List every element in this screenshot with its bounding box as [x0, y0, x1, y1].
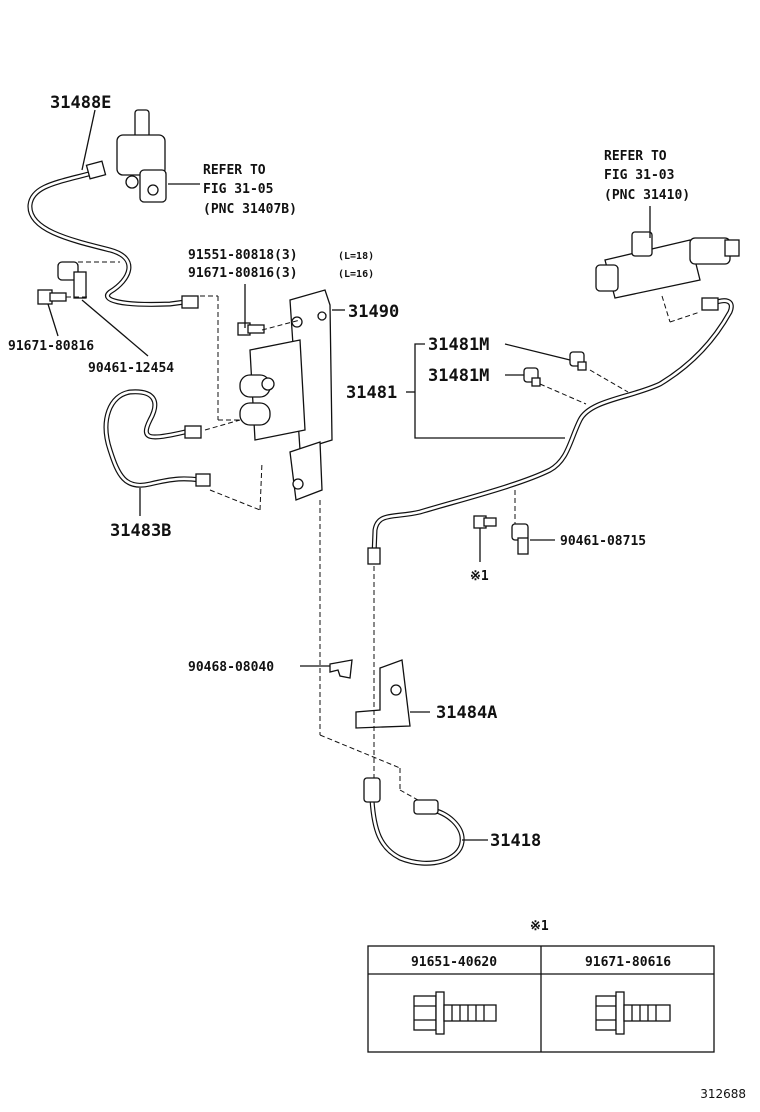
table-header-91651-40620: 91651-40620 — [411, 955, 497, 970]
bolt-91671-center — [237, 322, 265, 336]
bolt-91671-80616-image — [595, 991, 671, 1035]
label-90461-12454: 90461-12454 — [88, 361, 174, 376]
bolt-x1 — [473, 515, 497, 529]
label-91671-length: (L=16) — [338, 269, 374, 280]
label-31418: 31418 — [490, 831, 541, 851]
bolt-left — [37, 289, 67, 305]
label-91671-80816-left: 91671-80816 — [8, 339, 94, 354]
refer-31-03-line1: REFER TO — [604, 149, 667, 164]
label-31488E: 31488E — [50, 93, 111, 113]
master-cylinder — [595, 231, 740, 299]
label-91551-80818: 91551-80818(3) — [188, 248, 298, 263]
clip-31481M-upper — [569, 351, 587, 371]
hose-31418 — [363, 777, 465, 866]
fastener-table: ※1 91651-40620 91671-80616 — [367, 919, 715, 1053]
figure-id: 312688 — [700, 1087, 746, 1101]
label-90461-08715: 90461-08715 — [560, 534, 646, 549]
refer-31-03-line3: (PNC 31410) — [604, 188, 690, 203]
table-marker: ※1 — [530, 919, 549, 934]
clamp-90461-08715 — [511, 523, 529, 555]
label-91671-80816-top: 91671-80816(3) — [188, 266, 298, 281]
note-ref-x1: ※1 — [470, 569, 489, 584]
refer-31-05-line1: REFER TO — [203, 163, 266, 178]
clip-31481M-lower — [523, 367, 541, 387]
union-fitting — [116, 109, 167, 203]
label-31490: 31490 — [348, 302, 399, 322]
label-31483B: 31483B — [110, 521, 171, 541]
bolt-91651-40620-image — [413, 991, 497, 1035]
label-31481M-lower: 31481M — [428, 366, 489, 386]
bracket-31484A — [355, 659, 411, 729]
label-90468-08040: 90468-08040 — [188, 660, 274, 675]
refer-31-05-line3: (PNC 31407B) — [203, 202, 297, 217]
label-31484A: 31484A — [436, 703, 497, 723]
valve-body — [239, 339, 306, 441]
label-31481: 31481 — [346, 383, 397, 403]
bracket-31490 — [289, 289, 333, 501]
pipe-31483B — [103, 389, 211, 488]
refer-31-03-line2: FIG 31-03 — [604, 168, 674, 183]
label-31481M-upper: 31481M — [428, 335, 489, 355]
pipe-31481 — [367, 297, 734, 565]
clamp-left — [57, 261, 87, 299]
pipe-31488E — [27, 160, 199, 309]
table-header-91671-80616: 91671-80616 — [585, 955, 671, 970]
refer-31-05-line2: FIG 31-05 — [203, 182, 273, 197]
clip-90468-08040 — [329, 659, 353, 679]
label-91551-length: (L=18) — [338, 251, 374, 262]
